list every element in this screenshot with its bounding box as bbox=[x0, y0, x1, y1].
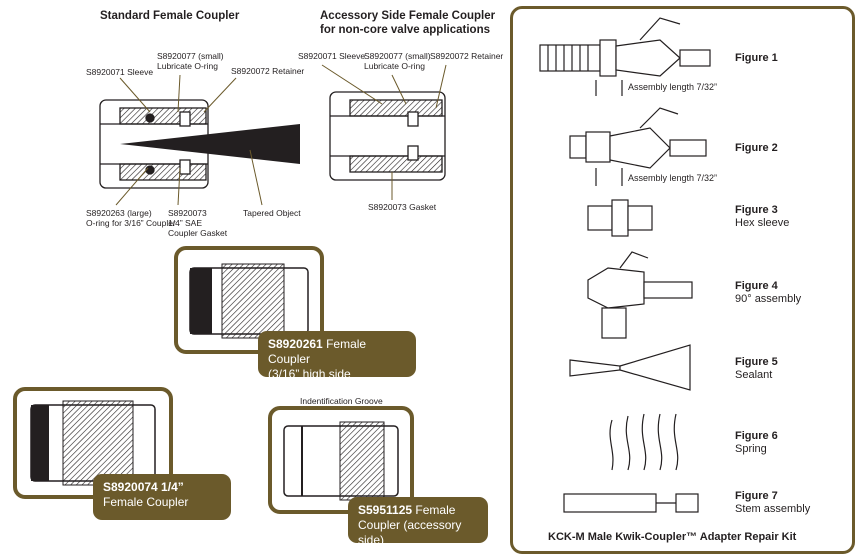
tapered-object-label: Tapered Object bbox=[243, 208, 301, 218]
coupler-b-desc: Female Coupler bbox=[103, 495, 189, 509]
figure-5-desc: Sealant bbox=[735, 369, 773, 381]
coupler-b-illustration bbox=[30, 400, 156, 486]
coupler-cross-section-drawings bbox=[99, 64, 447, 206]
std-oring-large-label: S8920263 (large) O-ring for 3/16” Couple… bbox=[86, 208, 176, 228]
repair-kit-title: KCK-M Male Kwik-Coupler™ Adapter Repair … bbox=[548, 531, 797, 543]
coupler-a-line-1: S8920261 Female Coupler bbox=[268, 337, 406, 367]
acc-gasket-label: S8920073 Gasket bbox=[368, 202, 437, 212]
figure-1-title: Figure 1 bbox=[735, 52, 778, 64]
coupler-b-tag: S8920074 1/4” Female Coupler bbox=[93, 474, 231, 520]
coupler-a-name: Female Coupler bbox=[268, 337, 367, 366]
std-retainer-label: S8920072 Retainer bbox=[231, 66, 305, 76]
figure-1-caption: Figure 1 bbox=[735, 52, 778, 65]
repair-kit-panel bbox=[510, 6, 855, 554]
figure-3-desc: Hex sleeve bbox=[735, 217, 790, 229]
std-oring-small-label: S8920077 (small) Lubricate O-ring bbox=[157, 51, 224, 71]
figure-1-drawing bbox=[539, 17, 711, 96]
coupler-c-frame bbox=[268, 406, 414, 514]
figure-4-desc: 90° assembly bbox=[735, 293, 802, 305]
figure-3-title: Figure 3 bbox=[735, 204, 778, 216]
coupler-a-illustration bbox=[189, 263, 309, 339]
std-gasket-line-1: S8920073 bbox=[168, 208, 207, 218]
figure-4-drawing bbox=[587, 251, 693, 339]
figure-4-caption: Figure 4 90° assembly bbox=[735, 280, 801, 306]
leader-lines bbox=[115, 64, 447, 206]
figure-7-caption: Figure 7 Stem assembly bbox=[735, 490, 810, 516]
std-oring-small-line-2: Lubricate O-ring bbox=[157, 61, 218, 71]
coupler-a-frame bbox=[174, 246, 324, 354]
figure-3-drawing bbox=[587, 199, 653, 237]
acc-oring-small-label: S8920077 (small) Lubricate O-ring bbox=[364, 51, 431, 71]
std-sleeve-label: S8920071 Sleeve bbox=[86, 67, 154, 77]
figure-2-caption: Figure 2 bbox=[735, 142, 778, 155]
coupler-c-desc: Coupler (accessory side) bbox=[358, 518, 462, 547]
figure-5-title: Figure 5 bbox=[735, 356, 778, 368]
figure-6-caption: Figure 6 Spring bbox=[735, 430, 778, 456]
acc-oring-small-line-1: S8920077 (small) bbox=[364, 51, 431, 61]
acc-retainer-label: S8920072 Retainer bbox=[430, 51, 504, 61]
assembly-length-2: Assembly length 7/32” bbox=[628, 173, 718, 183]
std-oring-large-line-1: S8920263 (large) bbox=[86, 208, 152, 218]
coupler-a-tag: S8920261 Female Coupler (3/16” high side… bbox=[258, 331, 416, 396]
coupler-b-part: S8920074 1/4” bbox=[103, 480, 184, 494]
std-gasket-line-3: Coupler Gasket bbox=[168, 228, 228, 238]
accessory-coupler-drawing bbox=[329, 91, 446, 181]
figure-2-title: Figure 2 bbox=[735, 142, 778, 154]
assembly-length-1: Assembly length 7/32” bbox=[628, 82, 718, 92]
figure-6-drawing bbox=[609, 413, 679, 471]
standard-coupler-title: Standard Female Coupler bbox=[100, 10, 240, 22]
coupler-a-desc: (3/16” high side automotive) bbox=[268, 367, 351, 396]
figure-7-drawing bbox=[563, 493, 699, 513]
figure-5-caption: Figure 5 Sealant bbox=[735, 356, 778, 382]
acc-sleeve-label: S8920071 Sleeve bbox=[298, 51, 366, 61]
coupler-c-line-1: S5951125 Female bbox=[358, 503, 478, 518]
figure-6-title: Figure 6 bbox=[735, 430, 778, 442]
figure-7-title: Figure 7 bbox=[735, 490, 778, 502]
figure-6-desc: Spring bbox=[735, 443, 767, 455]
std-oring-small-line-1: S8920077 (small) bbox=[157, 51, 224, 61]
coupler-c-part: S5951125 bbox=[358, 503, 413, 517]
coupler-c-name: Female bbox=[415, 503, 456, 517]
coupler-a-part: S8920261 bbox=[268, 337, 323, 351]
accessory-title-line-1: Accessory Side Female Coupler bbox=[320, 10, 496, 22]
figure-7-desc: Stem assembly bbox=[735, 503, 811, 515]
std-gasket-line-2: 1/4” SAE bbox=[168, 218, 203, 228]
std-oring-large-line-2: O-ring for 3/16” Coupler bbox=[86, 218, 176, 228]
acc-oring-small-line-2: Lubricate O-ring bbox=[364, 61, 425, 71]
coupler-c-tag: S5951125 Female Coupler (accessory side) bbox=[348, 497, 488, 547]
figure-4-title: Figure 4 bbox=[735, 280, 778, 292]
accessory-title-line-2: for non-core valve applications bbox=[320, 24, 490, 36]
accessory-coupler-title: Accessory Side Female Coupler for non-co… bbox=[320, 9, 495, 37]
figure-3-caption: Figure 3 Hex sleeve bbox=[735, 204, 789, 230]
figure-5-drawing bbox=[569, 344, 691, 391]
figure-2-drawing bbox=[569, 107, 707, 186]
tapered-object-shape bbox=[120, 124, 300, 164]
std-gasket-label: S8920073 1/4” SAE Coupler Gasket bbox=[168, 208, 227, 238]
coupler-c-groove-label: Indentification Groove bbox=[300, 396, 383, 406]
coupler-c-illustration bbox=[283, 421, 399, 501]
